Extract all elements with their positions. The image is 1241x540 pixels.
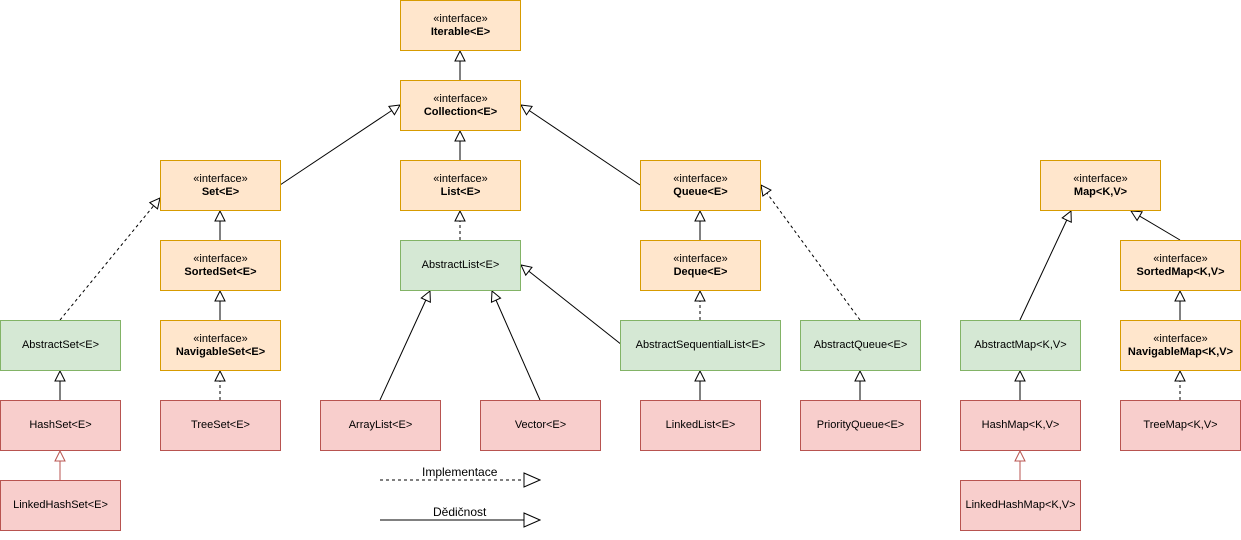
- legend-inheritance-label: Dědičnost: [433, 505, 487, 519]
- class-name: HashSet<E>: [29, 419, 92, 431]
- stereotype-label: «interface»: [1153, 252, 1208, 265]
- node-hashset: HashSet<E>: [0, 400, 121, 451]
- edge-abstractqueue-queue: [761, 185, 861, 321]
- class-name: NavigableMap<K,V>: [1127, 345, 1234, 358]
- class-name: AbstractQueue<E>: [813, 339, 908, 351]
- node-treemap: TreeMap<K,V>: [1120, 400, 1241, 451]
- stereotype-label: «interface»: [1153, 332, 1208, 345]
- node-abstractsequentiallist: AbstractSequentialList<E>: [620, 320, 781, 371]
- edge-abstractset-set: [59, 198, 160, 321]
- class-name: SortedMap<K,V>: [1136, 265, 1225, 278]
- legend-implementation-label: Implementace: [422, 465, 498, 479]
- node-priorityqueue: PriorityQueue<E>: [800, 400, 921, 451]
- class-name: LinkedHashSet<E>: [13, 499, 108, 511]
- node-list: «interface» List<E>: [400, 160, 521, 211]
- class-name: List<E>: [440, 185, 481, 198]
- node-map: «interface» Map<K,V>: [1040, 160, 1161, 211]
- node-abstractqueue: AbstractQueue<E>: [800, 320, 921, 371]
- edge-abstractmap-map: [1019, 211, 1071, 321]
- node-hashmap: HashMap<K,V>: [960, 400, 1081, 451]
- edge-queue-collection: [521, 105, 641, 186]
- node-arraylist: ArrayList<E>: [320, 400, 441, 451]
- edge-set-collection: [279, 105, 400, 186]
- stereotype-label: «interface»: [433, 12, 488, 25]
- class-name: Iterable<E>: [430, 25, 491, 38]
- node-sortedmap: «interface» SortedMap<K,V>: [1120, 240, 1241, 291]
- edge-sortedmap-map: [1131, 211, 1181, 241]
- node-deque: «interface» Deque<E>: [640, 240, 761, 291]
- stereotype-label: «interface»: [193, 172, 248, 185]
- node-set: «interface» Set<E>: [160, 160, 281, 211]
- stereotype-label: «interface»: [1073, 172, 1128, 185]
- class-name: LinkedList<E>: [665, 419, 736, 431]
- node-treeset: TreeSet<E>: [160, 400, 281, 451]
- node-abstractmap: AbstractMap<K,V>: [960, 320, 1081, 371]
- node-iterable: «interface» Iterable<E>: [400, 0, 521, 51]
- node-abstractlist: AbstractList<E>: [400, 240, 521, 291]
- class-name: Set<E>: [201, 185, 240, 198]
- class-name: Vector<E>: [514, 419, 567, 431]
- class-name: PriorityQueue<E>: [816, 419, 905, 431]
- class-name: AbstractMap<K,V>: [974, 339, 1067, 351]
- stereotype-label: «interface»: [433, 92, 488, 105]
- class-name: NavigableSet<E>: [175, 345, 266, 358]
- node-abstractset: AbstractSet<E>: [0, 320, 121, 371]
- stereotype-label: «interface»: [673, 172, 728, 185]
- class-name: TreeMap<K,V>: [1143, 419, 1218, 431]
- node-navigableset: «interface» NavigableSet<E>: [160, 320, 281, 371]
- node-sortedset: «interface» SortedSet<E>: [160, 240, 281, 291]
- class-name: HashMap<K,V>: [981, 419, 1060, 431]
- stereotype-label: «interface»: [433, 172, 488, 185]
- node-navigablemap: «interface» NavigableMap<K,V>: [1120, 320, 1241, 371]
- node-collection: «interface» Collection<E>: [400, 80, 521, 131]
- node-linkedhashset: LinkedHashSet<E>: [0, 480, 121, 531]
- class-name: AbstractList<E>: [421, 259, 500, 271]
- stereotype-label: «interface»: [193, 332, 248, 345]
- class-name: ArrayList<E>: [348, 419, 413, 431]
- stereotype-label: «interface»: [673, 252, 728, 265]
- class-name: Collection<E>: [423, 105, 498, 118]
- class-name: AbstractSet<E>: [21, 339, 100, 351]
- class-name: Deque<E>: [673, 265, 728, 278]
- edge-vector-abstractlist: [492, 291, 541, 401]
- stereotype-label: «interface»: [193, 252, 248, 265]
- node-linkedhashmap: LinkedHashMap<K,V>: [960, 480, 1081, 531]
- node-linkedlist: LinkedList<E>: [640, 400, 761, 451]
- class-name: Map<K,V>: [1073, 185, 1128, 198]
- node-queue: «interface» Queue<E>: [640, 160, 761, 211]
- class-name: TreeSet<E>: [191, 419, 250, 431]
- edge-arraylist-abstractlist: [379, 291, 430, 401]
- node-vector: Vector<E>: [480, 400, 601, 451]
- edge-abstractsequentiallist-abstractlist: [521, 265, 623, 346]
- class-name: Queue<E>: [673, 185, 728, 198]
- class-name: AbstractSequentialList<E>: [635, 339, 766, 351]
- class-name: SortedSet<E>: [184, 265, 257, 278]
- class-name: LinkedHashMap<K,V>: [965, 499, 1076, 511]
